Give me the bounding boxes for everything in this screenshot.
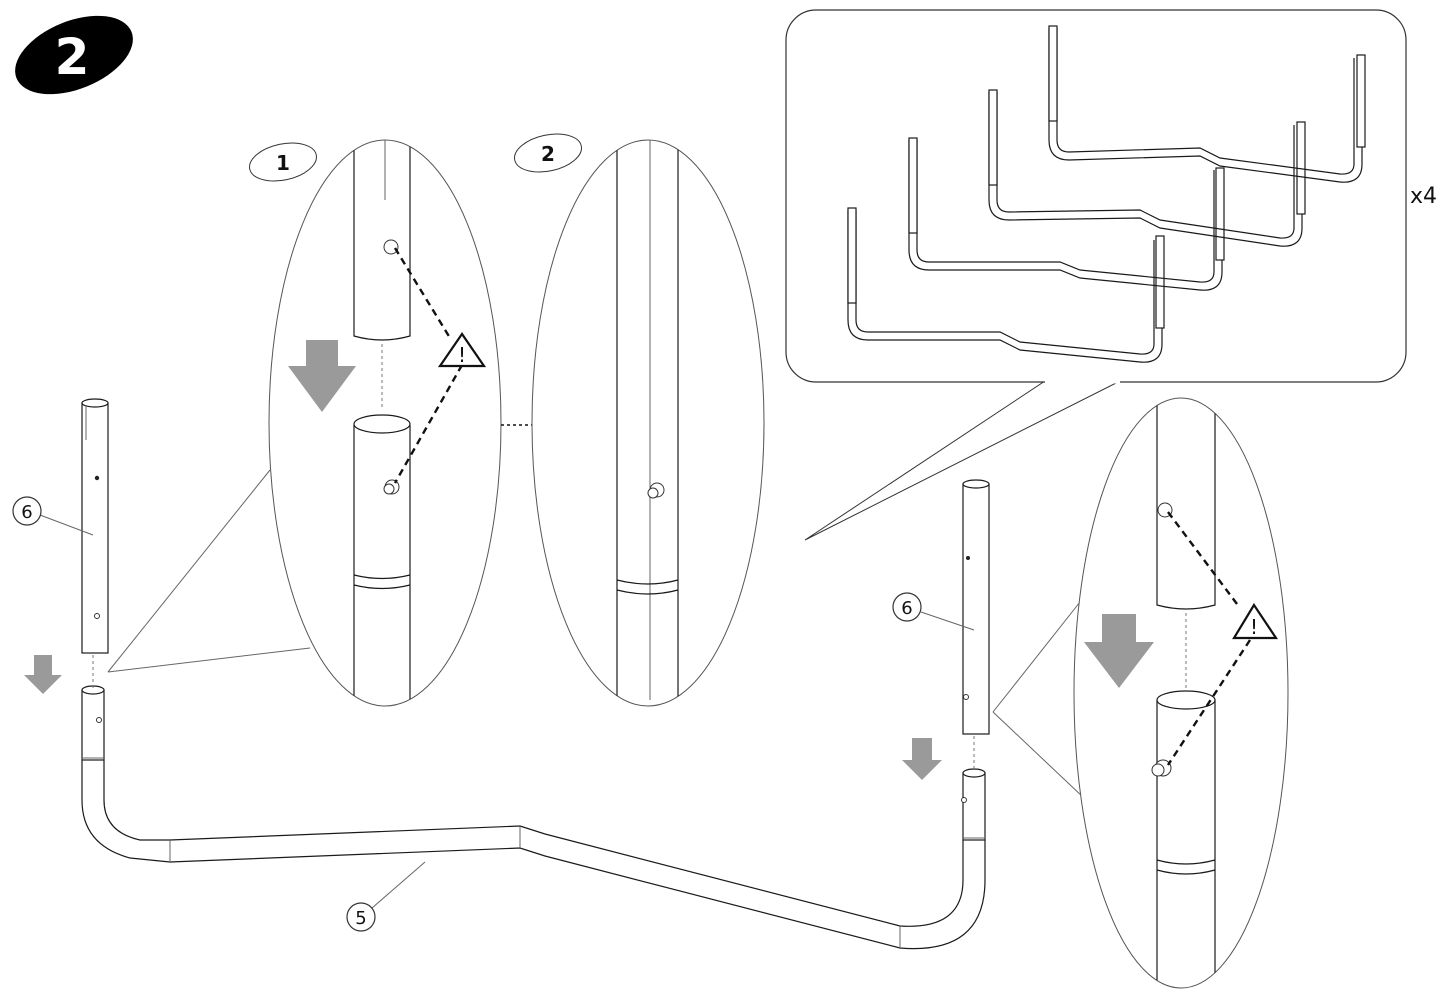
overview-panel: x4 (785, 9, 1437, 541)
zoom-pointer-left (107, 469, 311, 673)
step-badge: 2 (15, 15, 133, 95)
callout-part-6-left: 6 (12, 496, 94, 536)
callout-part-5: 5 (346, 861, 426, 932)
detail-view-2: 2 (514, 133, 765, 707)
detail-view-right: ! (1073, 397, 1289, 989)
frame-3 (988, 89, 1306, 247)
frame-2 (908, 137, 1225, 291)
main-frame-part-5 (81, 685, 986, 950)
svg-text:!: ! (1250, 615, 1258, 639)
step-number: 2 (55, 28, 90, 86)
right-upper-pipe-part-6 (962, 479, 990, 770)
callout-part-6-right: 6 (892, 592, 975, 631)
callout-6-left-label: 6 (21, 502, 32, 523)
down-arrow-icon (1084, 614, 1154, 688)
detail-view-1-number: 1 (276, 151, 290, 175)
left-upper-pipe-part-6 (81, 398, 109, 688)
quantity-label: x4 (1410, 184, 1437, 209)
detail-view-1: ! 1 (249, 139, 502, 707)
zoom-pointer-right (992, 601, 1085, 799)
callout-6-right-label: 6 (901, 598, 912, 619)
down-arrow-icon (902, 738, 942, 780)
callout-5-label: 5 (355, 908, 366, 929)
down-arrow-icon (24, 655, 62, 694)
frame-4 (1048, 25, 1366, 183)
detail-view-2-number: 2 (541, 142, 555, 166)
svg-text:!: ! (458, 343, 466, 367)
warning-triangle-icon: ! (1232, 602, 1279, 640)
frame-1 (847, 207, 1165, 363)
warning-triangle-icon: ! (437, 332, 487, 368)
down-arrow-icon (288, 340, 356, 412)
